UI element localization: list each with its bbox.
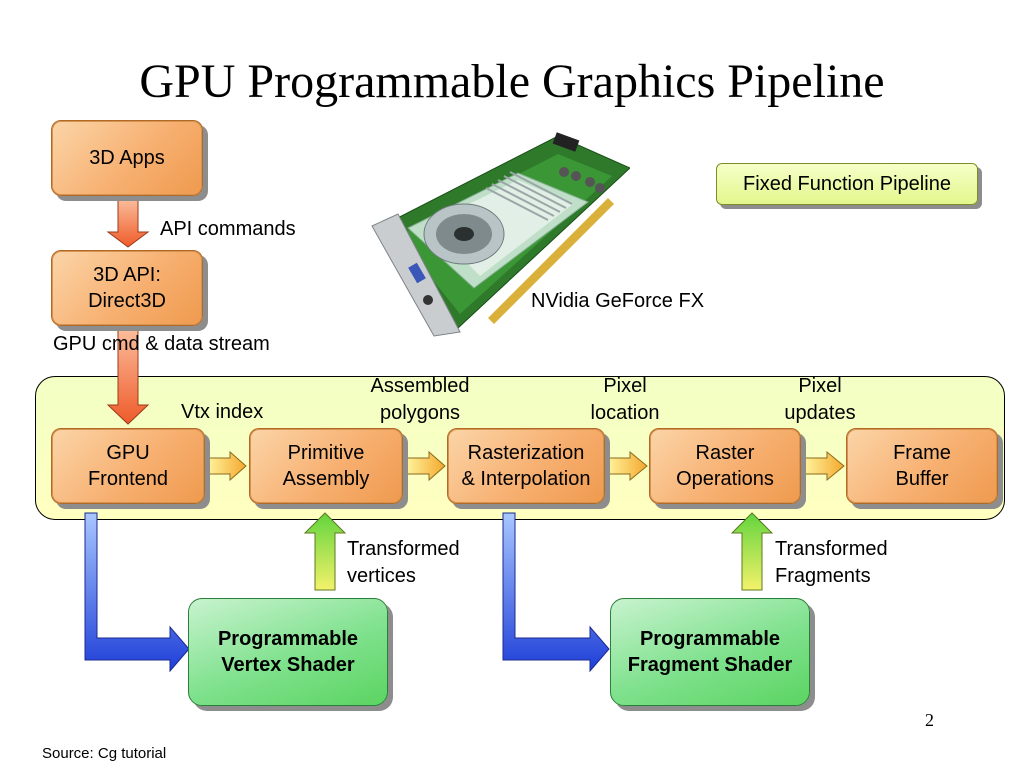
arrow-frontend-to-primitive xyxy=(205,450,247,482)
arrow-frontend-to-vertex-shader xyxy=(84,512,190,673)
node-primitive-assembly: Primitive Assembly xyxy=(249,428,403,504)
arrow-vertex-shader-to-primitive xyxy=(303,512,347,591)
arrow-rop-to-framebuffer xyxy=(802,450,845,482)
node-frame-buffer: Frame Buffer xyxy=(846,428,998,504)
label-pixel-location: Pixel location xyxy=(590,375,660,424)
arrow-api-to-frontend xyxy=(106,324,150,425)
label-cmd-stream: GPU cmd & data stream xyxy=(53,333,270,355)
arrow-raster-to-rop xyxy=(605,450,648,482)
label-pixel-updates: Pixel updates xyxy=(784,375,856,424)
legend-fixed-function: Fixed Function Pipeline xyxy=(716,163,978,205)
label-api-commands: API commands xyxy=(160,218,296,240)
arrow-primitive-to-raster xyxy=(404,450,446,482)
gpu-card-caption: NVidia GeForce FX xyxy=(531,290,705,312)
node-3d-apps: 3D Apps xyxy=(51,120,203,196)
label-transformed-vertices: Transformed vertices xyxy=(347,538,460,587)
node-raster-operations: Raster Operations xyxy=(649,428,801,504)
source-note: Source: Cg tutorial xyxy=(42,745,167,762)
arrow-apps-to-api xyxy=(106,196,150,248)
label-assembled-polygons: Assembled polygons xyxy=(370,375,470,424)
arrow-raster-to-fragment-shader xyxy=(502,512,610,673)
gpu-card-image xyxy=(368,128,631,343)
arrow-fragment-shader-to-rop xyxy=(730,512,774,591)
page-number: 2 xyxy=(925,710,934,730)
node-rasterization: Rasterization & Interpolation xyxy=(447,428,605,504)
slide-title: GPU Programmable Graphics Pipeline xyxy=(139,55,885,108)
node-fragment-shader: Programmable Fragment Shader xyxy=(610,598,810,706)
node-gpu-frontend: GPU Frontend xyxy=(51,428,205,504)
node-vertex-shader: Programmable Vertex Shader xyxy=(188,598,388,706)
node-3d-api: 3D API: Direct3D xyxy=(51,250,203,326)
label-transformed-fragments: Transformed Fragments xyxy=(775,538,888,587)
label-vtx-index: Vtx index xyxy=(181,401,264,423)
